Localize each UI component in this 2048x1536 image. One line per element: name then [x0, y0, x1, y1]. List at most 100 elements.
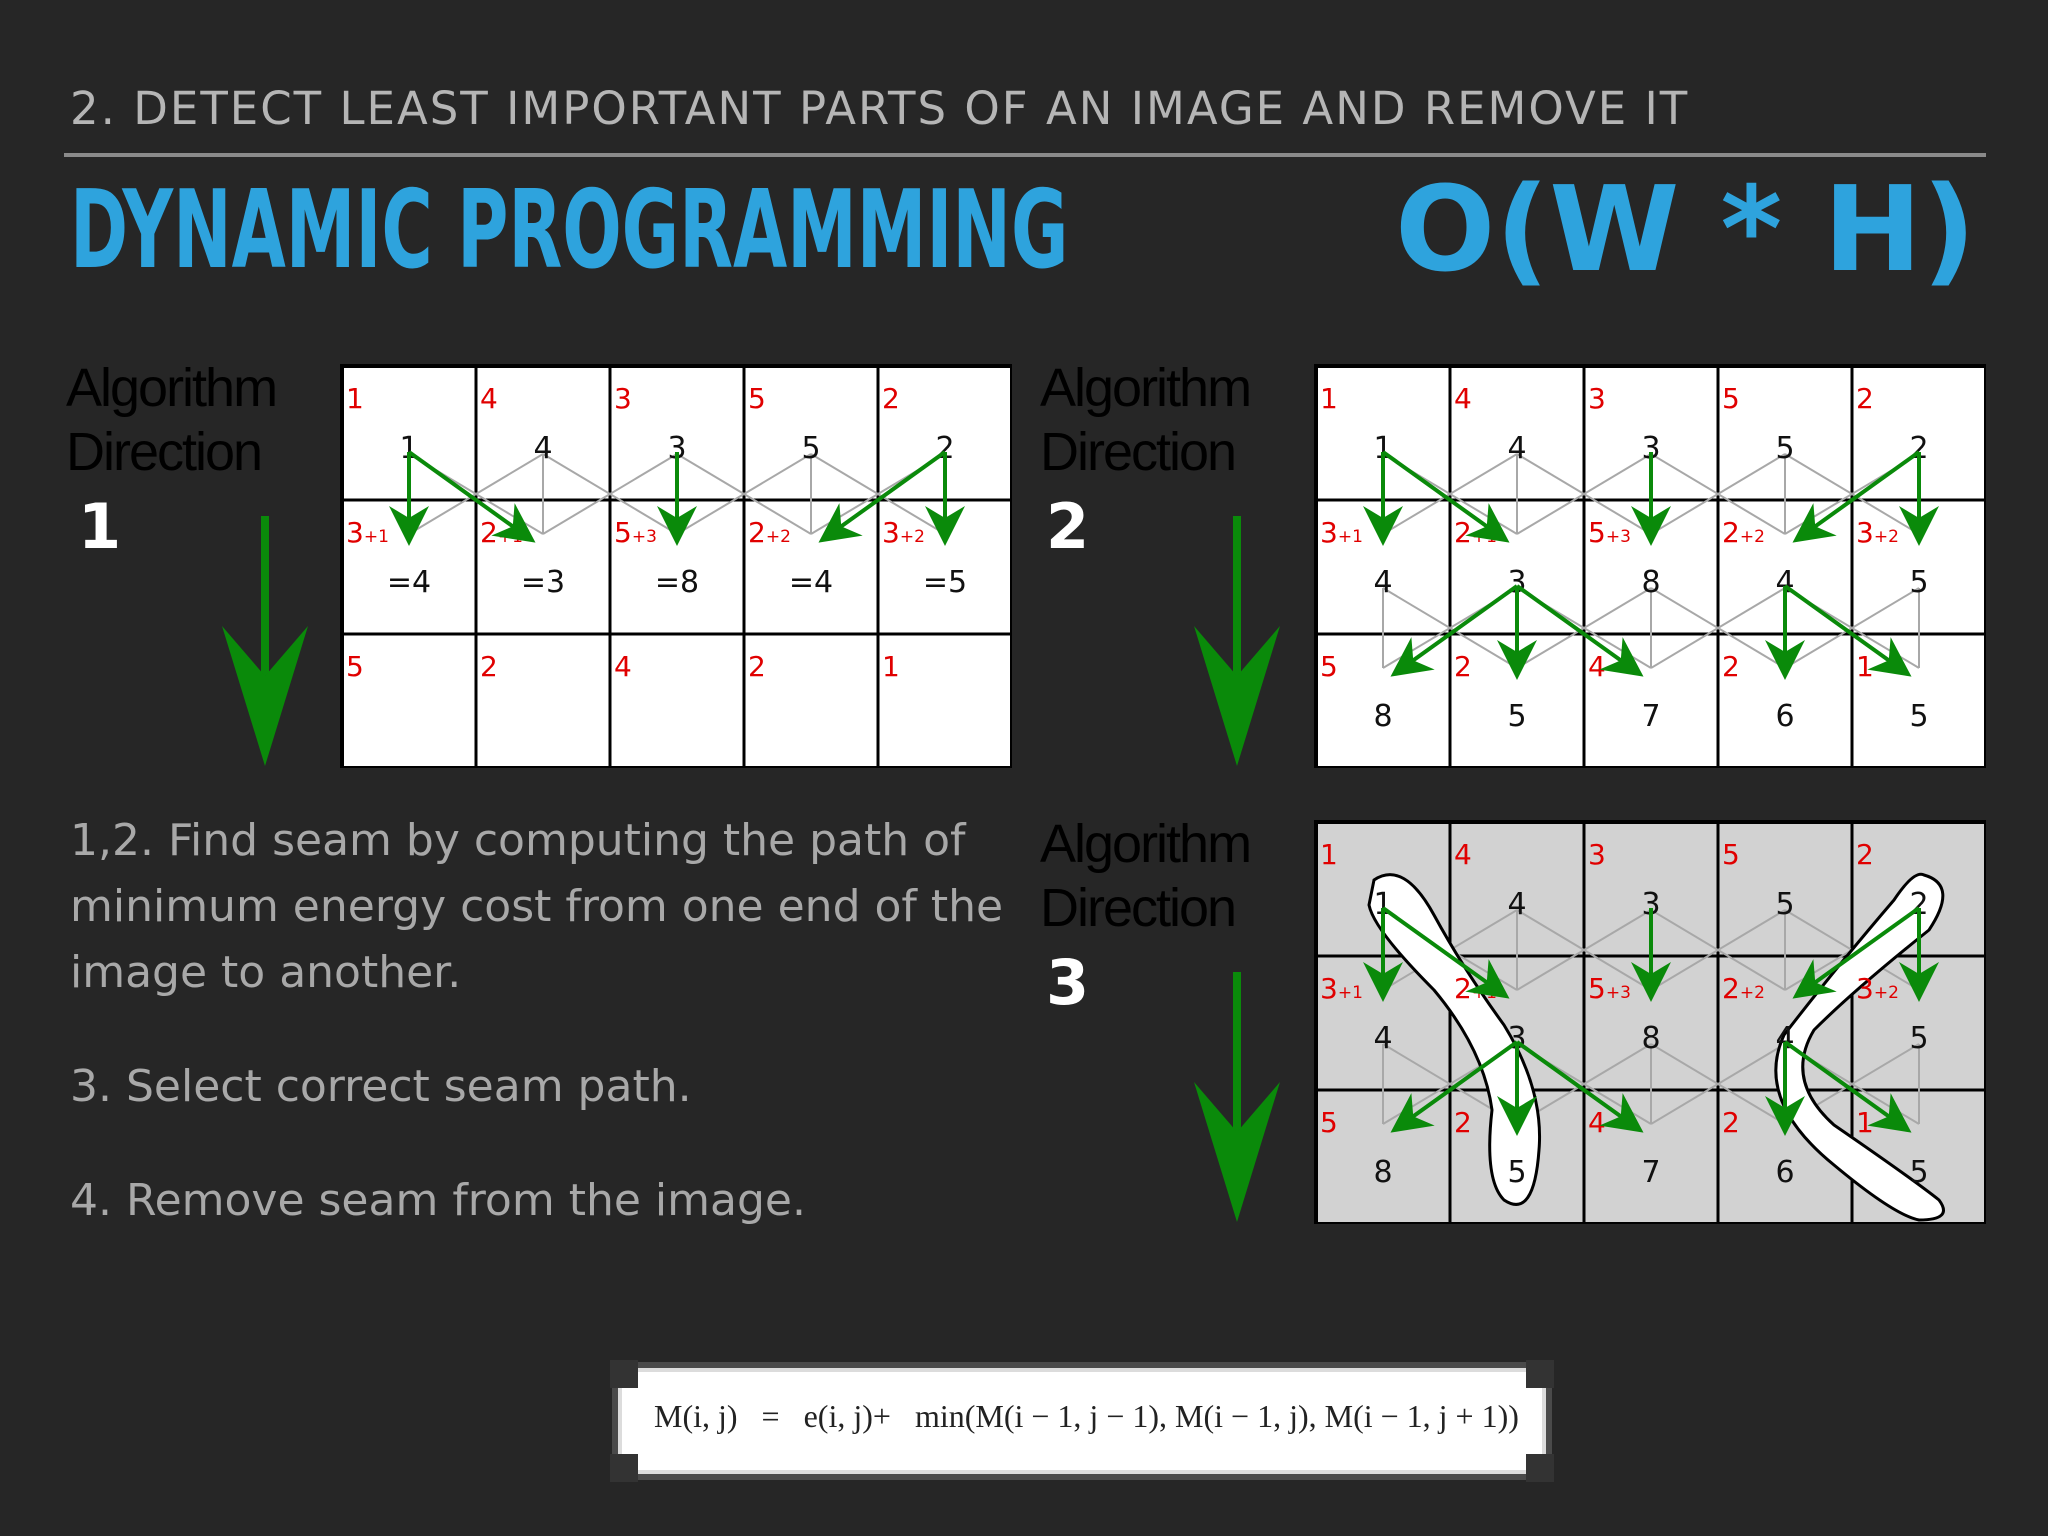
cell-cost-label: 5 [1320, 1106, 1338, 1139]
cell-cost-label: 2 [1454, 1106, 1472, 1139]
cell-cost-label: 1 [1856, 1106, 1874, 1139]
grid-background [1314, 364, 1986, 768]
seam-arrow-icon [407, 450, 536, 543]
seam-arrow-icon [1783, 584, 1912, 677]
cell-value-label: 5 [801, 431, 820, 466]
cell-cost-label: 4 [1588, 650, 1606, 683]
cell-value-label: 5 [1909, 1155, 1928, 1190]
cell-value-label: 6 [1775, 1155, 1794, 1190]
description-step-4: 4. Remove seam from the image. [70, 1175, 806, 1226]
cell-value-label: =5 [923, 565, 967, 600]
cell-value-label: 7 [1641, 1155, 1660, 1190]
formula-box: M(i, j) = e(i, j)+ min(M(i − 1, j − 1), … [610, 1360, 1554, 1482]
cell-cost-label: 2 [882, 382, 900, 415]
cell-value-label: 5 [1909, 699, 1928, 734]
connector-line [1784, 453, 1920, 535]
cell-value-label: 7 [1641, 699, 1660, 734]
seam-arrow-icon [1390, 1040, 1519, 1133]
connector-line [1516, 909, 1652, 991]
cell-cost-label: 5 [1320, 650, 1338, 683]
cell-value-label: 6 [1775, 699, 1794, 734]
cell-cost-label: 1 [1320, 382, 1338, 415]
cell-value-label: 8 [1373, 699, 1392, 734]
connector-line [1650, 1043, 1786, 1125]
seam-arrow-icon [1792, 450, 1921, 543]
cell-cost-label: 4 [614, 650, 632, 683]
cell-cost-label: 1 [346, 382, 364, 415]
connector-line [1650, 909, 1786, 991]
cell-value-label: 8 [1373, 1155, 1392, 1190]
cell-value-label: 3 [1641, 887, 1660, 922]
panel-1-label-line2: Direction [66, 422, 263, 482]
seam-arrow-icon [1390, 584, 1519, 677]
cell-value-label: 4 [1507, 887, 1526, 922]
cell-cost-label: 2+2 [1722, 516, 1765, 549]
cell-cost-label: 3+1 [346, 516, 389, 549]
cell-cost-label: 3+1 [1320, 972, 1363, 1005]
cell-cost-label: 1 [882, 650, 900, 683]
description-step-1-2: 1,2. Find seam by computing the path of … [70, 815, 1004, 998]
panel-1-label-line1: Algorithm [66, 358, 278, 418]
formula-text: M(i, j) = e(i, j)+ min(M(i − 1, j − 1), … [654, 1398, 1519, 1434]
connector-line [810, 453, 946, 535]
connector-line [676, 453, 812, 535]
cell-cost-label: 1 [1856, 650, 1874, 683]
cell-cost-label: 2 [1856, 838, 1874, 871]
cell-value-label: 5 [1775, 431, 1794, 466]
cell-cost-label: 3+2 [882, 516, 925, 549]
seam-arrow-icon [818, 450, 947, 543]
formula-corner-bl [610, 1454, 638, 1482]
cell-cost-label: 3+2 [1856, 972, 1899, 1005]
cell-cost-label: 3+2 [1856, 516, 1899, 549]
cell-cost-label: 3+1 [1320, 516, 1363, 549]
seam-arrow-icon [1515, 1040, 1644, 1133]
complexity-label: O(W * H) [1395, 160, 1976, 298]
slide-subtitle: 2. DETECT LEAST IMPORTANT PARTS OF AN IM… [70, 82, 1690, 135]
connector-line [1382, 587, 1518, 669]
panel-2-step-number: 2 [1046, 490, 1090, 563]
cell-value-label: 5 [1507, 699, 1526, 734]
cell-cost-label: 1 [1320, 838, 1338, 871]
cell-cost-label: 5+3 [614, 516, 657, 549]
panel-3-direction-arrow-icon [1194, 972, 1280, 1222]
cell-cost-label: 2+2 [1722, 972, 1765, 1005]
panel-1-step-number: 1 [78, 490, 122, 563]
panel-2-label-line1: Algorithm [1040, 358, 1252, 418]
cell-cost-label: 3 [1588, 838, 1606, 871]
panel-1-direction-arrow-icon [222, 516, 308, 766]
panel-2-direction-label: Algorithm Direction [1040, 356, 1252, 484]
cell-value-label: =3 [521, 565, 565, 600]
cell-value-label: 8 [1641, 1021, 1660, 1056]
formula-corner-tl [610, 1360, 638, 1388]
slide-title: DYNAMIC PROGRAMMING [70, 168, 1069, 293]
cell-value-label: 4 [1373, 565, 1392, 600]
cell-cost-label: 4 [1588, 1106, 1606, 1139]
cell-value-label: =4 [387, 565, 431, 600]
cell-cost-label: 2 [480, 650, 498, 683]
connector-line [1650, 587, 1786, 669]
seam-arrow-icon [1515, 584, 1644, 677]
connector-line [1516, 453, 1652, 535]
cell-cost-label: 5 [748, 382, 766, 415]
cell-value-label: =8 [655, 565, 699, 600]
panel-2-direction-arrow-icon [1194, 516, 1280, 766]
cell-value-label: 3 [1641, 431, 1660, 466]
formula-corner-br [1526, 1454, 1554, 1482]
cell-cost-label: 5+3 [1588, 972, 1631, 1005]
formula-corner-tr [1526, 1360, 1554, 1388]
panel-3-step-number: 3 [1046, 946, 1090, 1019]
cell-cost-label: 5 [1722, 382, 1740, 415]
connector-line [542, 453, 678, 535]
cell-value-label: 3 [667, 431, 686, 466]
cell-cost-label: 2 [1454, 650, 1472, 683]
cell-cost-label: 2 [748, 650, 766, 683]
cell-value-label: 4 [1507, 431, 1526, 466]
cell-value-label: 5 [1909, 565, 1928, 600]
panel-3-label-line1: Algorithm [1040, 814, 1252, 874]
cell-cost-label: 4 [1454, 382, 1472, 415]
header-rule [64, 153, 1986, 157]
cell-cost-label: 3 [614, 382, 632, 415]
cell-value-label: =4 [789, 565, 833, 600]
cell-cost-label: 4 [1454, 838, 1472, 871]
